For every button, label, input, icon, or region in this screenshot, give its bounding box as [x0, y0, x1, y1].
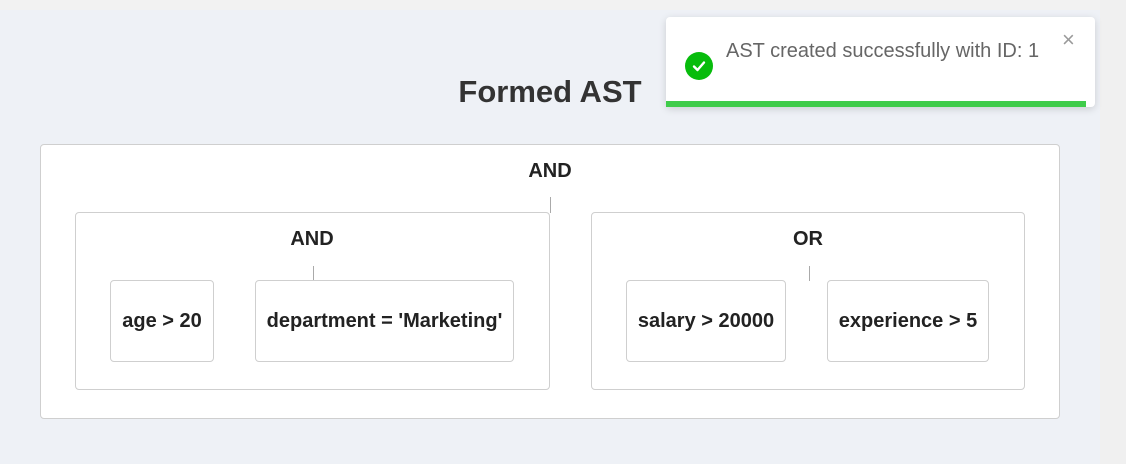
check-circle-icon: [685, 52, 713, 80]
condition-department: department = 'Marketing': [255, 280, 514, 362]
condition-salary: salary > 20000: [626, 280, 786, 362]
page-title: Formed AST: [458, 74, 642, 109]
right-operator: OR: [793, 228, 823, 250]
condition-experience: experience > 5: [827, 280, 989, 362]
left-connector: [313, 266, 314, 281]
root-connector: [550, 197, 551, 213]
left-operator: AND: [290, 228, 334, 250]
scrollbar[interactable]: [1100, 0, 1126, 464]
ast-root-operator: AND: [528, 160, 572, 182]
window-top-bar: [0, 0, 1126, 10]
toast-progress-bar: [666, 101, 1087, 107]
success-toast[interactable]: AST created successfully with ID: 1 ×: [666, 17, 1095, 107]
condition-age: age > 20: [110, 280, 214, 362]
toast-message: AST created successfully with ID: 1: [726, 40, 1040, 62]
right-connector: [809, 266, 810, 281]
close-icon[interactable]: ×: [1062, 27, 1075, 52]
